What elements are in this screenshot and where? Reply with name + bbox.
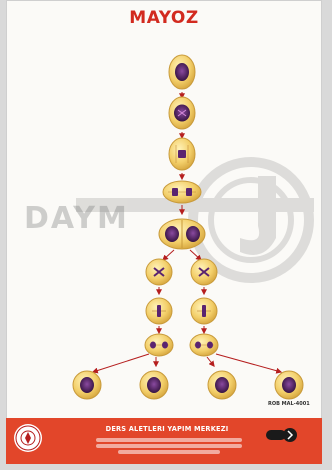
cell-telophase-2-right — [189, 333, 219, 357]
gamete-1 — [72, 370, 102, 400]
ministry-seal-icon — [14, 424, 42, 452]
cell-prophase-2-left — [145, 258, 173, 286]
cell-prophase-1 — [168, 96, 196, 130]
poster-code: ROB MAL-4001 — [268, 401, 310, 407]
poster-title: MAYOZ — [129, 8, 199, 28]
arrow-gamete-1 — [91, 353, 150, 374]
footer-fine-print — [96, 436, 242, 456]
cell-telophase-1 — [158, 218, 206, 250]
cell-prophase-2-right — [190, 258, 218, 286]
arrow-split-left — [162, 249, 175, 261]
gamete-3 — [207, 370, 237, 400]
cell-telophase-2-left — [144, 333, 174, 357]
watermark-text: DAYM — [24, 201, 129, 236]
cell-anaphase-1 — [162, 180, 202, 204]
meiosis-diagram — [72, 54, 314, 400]
watermark-logo — [76, 157, 314, 283]
footer-bar: DERS ALETLERI YAPIM MERKEZI — [6, 418, 322, 464]
gamete-4 — [274, 370, 304, 400]
footer-title: DERS ALETLERI YAPIM MERKEZI — [105, 425, 229, 433]
arrow-gamete-4 — [215, 353, 283, 374]
mayoz-poster: MAYOZ — [6, 0, 322, 464]
gamete-2 — [139, 370, 169, 400]
cell-interphase — [168, 54, 196, 90]
cell-metaphase-2-left — [145, 297, 173, 325]
cell-metaphase-1 — [168, 137, 196, 171]
arrow-gamete-3 — [206, 356, 215, 367]
arrow-split-right — [189, 249, 202, 261]
cell-metaphase-2-right — [190, 297, 218, 325]
dayam-logo-icon — [266, 426, 298, 444]
